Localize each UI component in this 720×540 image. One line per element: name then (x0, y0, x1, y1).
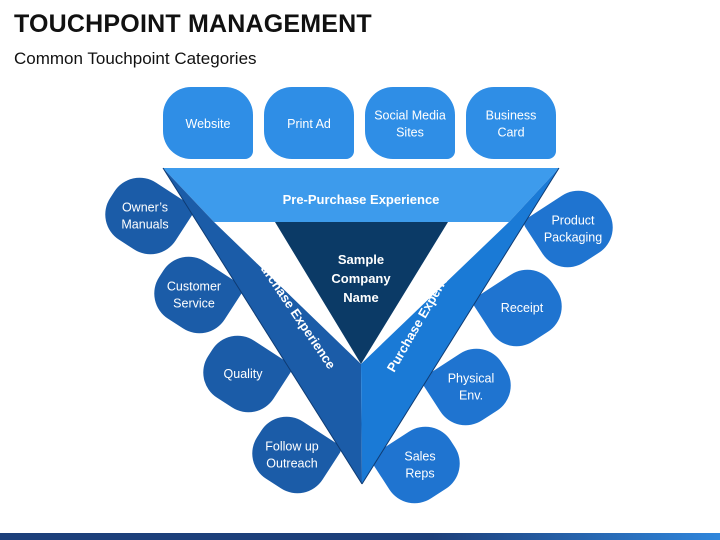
page-title: TOUCHPOINT MANAGEMENT (14, 10, 372, 38)
left-tile-label-line: Outreach (266, 457, 317, 471)
right-tile-label-line: Packaging (544, 231, 602, 245)
top-tile-label-line: Social Media (374, 109, 446, 123)
right-tile (524, 190, 613, 268)
right-tile-shape (473, 269, 562, 347)
left-tile-label-line: Follow up (265, 440, 319, 454)
top-tile-shape (163, 87, 253, 159)
page-subtitle: Common Touchpoint Categories (14, 49, 257, 68)
triangle-highlight-right (361, 167, 560, 485)
pre-purchase-label: Pre-Purchase Experience (283, 192, 440, 207)
triangle-highlight-left (162, 167, 363, 485)
left-tile-shape (252, 416, 341, 494)
center-company-name-line: Sample (338, 252, 384, 267)
top-tile-label-line: Card (497, 126, 524, 140)
left-tile-shape (105, 177, 194, 255)
top-tile (466, 87, 556, 159)
center-company-name-line: Name (343, 290, 378, 305)
top-band-pre-purchase (163, 168, 559, 222)
top-tile-label: Print Ad (287, 117, 331, 131)
left-tile-label-line: Service (173, 297, 215, 311)
left-tile-label-line: Customer (167, 280, 221, 294)
right-tile-label-line: Env. (459, 389, 483, 403)
left-tile-label-line: Quality (224, 367, 264, 381)
top-tile-shape (466, 87, 556, 159)
right-tile-label-line: Sales (404, 450, 435, 464)
top-tile-label-line: Website (186, 117, 231, 131)
left-tile-shape (203, 335, 292, 413)
top-tile-shape (365, 87, 455, 159)
right-tile-label-line: Product (551, 214, 595, 228)
left-tile (203, 335, 292, 413)
right-tile (473, 269, 562, 347)
right-tile-label-line: Reps (405, 467, 434, 481)
top-tile (264, 87, 354, 159)
right-tile-shape (371, 426, 460, 504)
center-company-name-line: Company (331, 271, 391, 286)
right-tile-shape (422, 348, 511, 426)
right-tile-label-line: Physical (448, 372, 495, 386)
right-tile-label: Receipt (501, 301, 544, 315)
left-tile-shape (154, 256, 243, 334)
right-tile (422, 348, 511, 426)
left-tile-label-line: Owner’s (122, 201, 168, 215)
right-tile-label-line: Receipt (501, 301, 544, 315)
left-tile-label: Quality (224, 367, 264, 381)
center-triangle (275, 222, 448, 364)
right-tile (371, 426, 460, 504)
top-tile-label-line: Print Ad (287, 117, 331, 131)
left-tile-label-line: Manuals (121, 218, 168, 232)
footer-bar (0, 533, 720, 540)
left-tile (154, 256, 243, 334)
top-tile-label-line: Sites (396, 126, 424, 140)
left-tile (252, 416, 341, 494)
top-tile-shape (264, 87, 354, 159)
top-tile-label: Website (186, 117, 231, 131)
right-tile-shape (524, 190, 613, 268)
top-tile (365, 87, 455, 159)
top-tile-label-line: Business (486, 109, 537, 123)
left-tile (105, 177, 194, 255)
top-tile (163, 87, 253, 159)
left-tile-label: Follow up Outreach (265, 440, 319, 471)
